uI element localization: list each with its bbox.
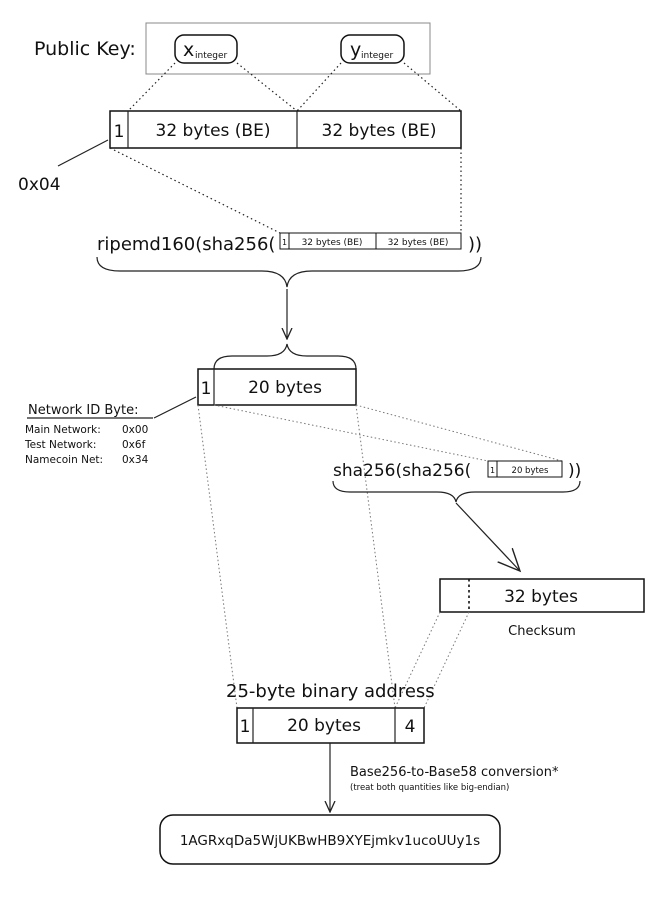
network-row-namecoin-value: 0x34: [122, 454, 149, 466]
doublesha-brace: [332, 480, 581, 503]
ripemd-close-text: )): [468, 234, 482, 255]
ripemd-prefix-cell: 1: [282, 238, 287, 247]
network-row-namecoin-name: Namecoin Net:: [25, 454, 103, 466]
binary-address-prefix-cell: 1: [240, 717, 251, 737]
final-address-box: 1AGRxqDa5WjUKBwHB9XYEjmkv1ucoUUy1s: [159, 814, 501, 865]
prefix-callout-line: [57, 139, 109, 167]
checksum-bar: 32 bytes: [439, 578, 645, 613]
checksum-cell: 32 bytes: [504, 587, 578, 607]
checksum-projection-right: [423, 611, 470, 709]
binary-address-bar: 1 20 bytes 4: [236, 707, 425, 744]
x-integer-sub: integer: [195, 51, 228, 61]
doublesha-close-text: )): [568, 461, 581, 481]
x-integer-main: x: [183, 39, 194, 61]
x-projection-right: [236, 62, 298, 112]
y-integer-box: y integer: [340, 34, 405, 64]
y-projection-right: [403, 62, 462, 112]
doublesha-body-cell: 20 bytes: [512, 466, 550, 476]
conversion-title: Base256-to-Base58 conversion*: [350, 765, 559, 780]
ripemd-brace: [96, 256, 482, 288]
checksum-label: Checksum: [508, 624, 576, 639]
network-row-main-value: 0x00: [122, 424, 148, 436]
checksum-projection-left: [394, 611, 441, 709]
hash-result-bar: 1 20 bytes: [197, 368, 357, 406]
doublesha-inline-bar: 1 20 bytes: [487, 460, 563, 478]
ripemd-open-text: ripemd160(sha256(: [97, 234, 275, 255]
doublesha-projection-left: [213, 404, 489, 462]
ripemd-y-cell: 32 bytes (BE): [388, 238, 449, 248]
ripemd-projection-left: [109, 147, 281, 234]
uncompressed-x-cell: 32 bytes (BE): [156, 121, 271, 141]
ripemd-inline-bar: 1 32 bytes (BE) 32 bytes (BE): [279, 232, 462, 250]
network-row-main-name: Main Network:: [25, 424, 101, 436]
doublesha-projection-right: [355, 404, 563, 462]
y-integer-sub: integer: [361, 51, 394, 61]
final-address-value: 1AGRxqDa5WjUKBwHB9XYEjmkv1ucoUUy1s: [180, 833, 480, 849]
ripemd-x-cell: 32 bytes (BE): [302, 238, 363, 248]
doublesha-prefix-cell: 1: [490, 466, 495, 475]
hash-result-brace: [213, 343, 357, 370]
x-integer-box: x integer: [174, 34, 238, 64]
doublesha-open-text: sha256(sha256(: [333, 461, 471, 481]
address-projection-right: [355, 404, 396, 709]
hash-result-body-cell: 20 bytes: [248, 378, 322, 398]
uncompressed-key-bar: 1 32 bytes (BE) 32 bytes (BE): [109, 110, 462, 149]
network-id-callout-line: [153, 396, 197, 419]
doublesha-arrow: [455, 502, 520, 571]
network-row-test-name: Test Network:: [24, 439, 96, 451]
binary-address-body-cell: 20 bytes: [287, 716, 361, 736]
hash-result-prefix-cell: 1: [201, 379, 212, 399]
network-id-title: Network ID Byte:: [28, 403, 138, 418]
binary-address-checksum-cell: 4: [405, 717, 416, 737]
uncompressed-y-cell: 32 bytes (BE): [322, 121, 437, 141]
y-projection-left: [296, 62, 342, 112]
conversion-note: (treat both quantities like big-endian): [350, 783, 509, 793]
uncompressed-prefix-cell: 1: [114, 122, 125, 142]
network-id-legend: Network ID Byte: Main Network: 0x00 Test…: [24, 403, 153, 466]
network-row-test-value: 0x6f: [122, 439, 146, 451]
x-projection-left: [127, 62, 176, 112]
binary-address-title: 25-byte binary address: [226, 681, 435, 702]
address-projection-left: [197, 404, 238, 709]
public-key-frame: [145, 22, 431, 75]
prefix-value-label: 0x04: [18, 175, 61, 195]
public-key-label: Public Key:: [34, 38, 136, 60]
y-integer-main: y: [350, 39, 361, 61]
